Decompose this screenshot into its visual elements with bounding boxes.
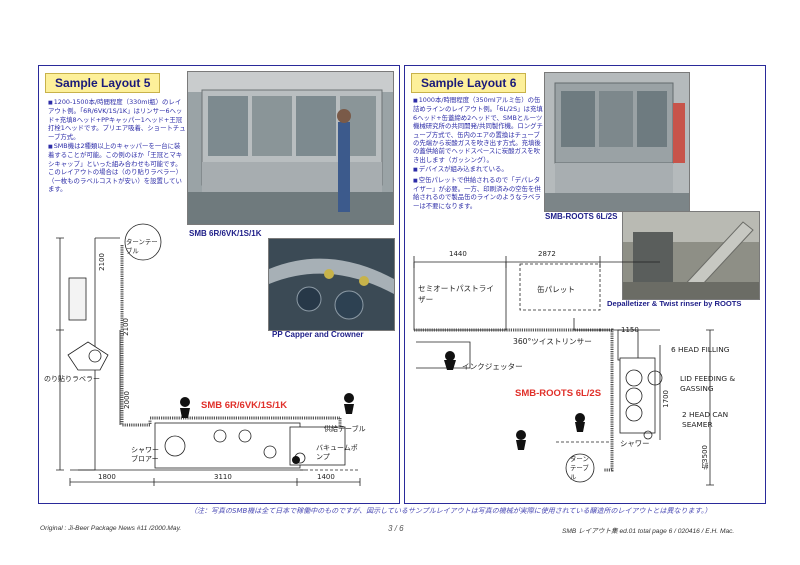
dim-2872: 2872 <box>538 250 556 258</box>
dim-2000: 2000 <box>123 391 131 409</box>
layout5-badge: Sample Layout 5 <box>45 73 161 93</box>
head-filling-label: 6 HEAD FILLING <box>671 345 730 354</box>
labeler-label: のり貼りラベラー <box>44 375 100 383</box>
dim-2100: 2100 <box>122 318 130 336</box>
can-seamer-label: 2 HEAD CAN SEAMER <box>682 410 729 429</box>
layout5-photo-caption: SMB 6R/6VK/1S/1K <box>189 229 262 238</box>
layout6-turn-table-label: ターンテーブル <box>570 455 589 481</box>
pasteurizer-label: セミオートパストライザー <box>418 284 494 304</box>
layout6-bullet-3: 空缶パレットで供給されるので「デパレタイザー」が必要。一方、印刷済みの空缶を供給… <box>413 176 543 211</box>
dim-1800: 1800 <box>98 473 116 481</box>
layout5-turn-table-label: ターンテーブル <box>126 238 158 255</box>
lid-feeding-label: LID FEEDING & GASSING <box>680 374 736 393</box>
smb-roots-machine-photo <box>544 72 690 212</box>
footer-doc-info: SMB レイアウト集 ed.01 total page 6 / 020416 /… <box>562 528 735 535</box>
layout5-bullet-2: SMB機は2種類以上のキャッパーを一台に装着することが可能。この例のほか「王冠と… <box>48 142 186 193</box>
layout5-bullet-1: 1200-1500本/時間程度（330ml瓶）のレイアウト例。「6R/6VK/1… <box>48 98 186 141</box>
layout6-shower-label: シャワー <box>620 439 650 448</box>
dim-1700: 1700 <box>662 390 670 408</box>
layout5-inset-caption: PP Capper and Crowner <box>272 330 364 339</box>
footnote: （注：写真のSMB機は全て日本で稼働中のものですが、図示しているサンプルレイアウ… <box>190 507 712 515</box>
layout6-photo-caption: SMB-ROOTS 6L/2S <box>545 212 618 221</box>
dim-1150: 1150 <box>621 326 639 334</box>
page-number: 3 / 6 <box>388 524 404 533</box>
dim-1400: 1400 <box>317 473 335 481</box>
depalletizer-photo <box>622 211 760 300</box>
dim-1440: 1440 <box>449 250 467 258</box>
dim-2100-top: 2100 <box>98 253 106 271</box>
vacuum-pump-label: バキュームポンプ <box>316 444 358 461</box>
dim-3110: 3110 <box>214 473 232 481</box>
layout6-badge: Sample Layout 6 <box>411 73 527 93</box>
layout5-machine-label: SMB 6R/6VK/1S/1K <box>201 400 288 411</box>
layout6-bullets: 1000本/時間程度（350mlアルミ缶）の缶詰めラインのレイアウト例。「6L/… <box>413 96 543 211</box>
layout6-bullet-1: 1000本/時間程度（350mlアルミ缶）の缶詰めラインのレイアウト例。「6L/… <box>413 96 543 164</box>
footer-source: Original : Ji-Beer Package News #11 /200… <box>40 525 182 532</box>
layout6-bullet-2: デバイスが組み込まれている。 <box>413 165 543 174</box>
layout6-machine-label: SMB-ROOTS 6L/2S <box>515 388 602 399</box>
layout6-inset-caption: Depalletizer & Twist rinser by ROOTS <box>607 299 742 308</box>
can-pallet-label: 缶パレット <box>537 285 575 294</box>
inkjet-label: インクジェッター <box>462 362 523 371</box>
dim-3500: 約3500 <box>701 445 709 470</box>
pp-capper-photo <box>268 238 395 331</box>
supply-table-label: 供給テーブル <box>324 425 366 433</box>
layout5-bullets: 1200-1500本/時間程度（330ml瓶）のレイアウト例。「6R/6VK/1… <box>48 98 186 194</box>
smb-machine-photo <box>187 71 394 225</box>
twist-rinser-label: 360°ツイストリンサー <box>513 337 592 346</box>
shower-blower-label: シャワーブロアー <box>131 446 159 463</box>
